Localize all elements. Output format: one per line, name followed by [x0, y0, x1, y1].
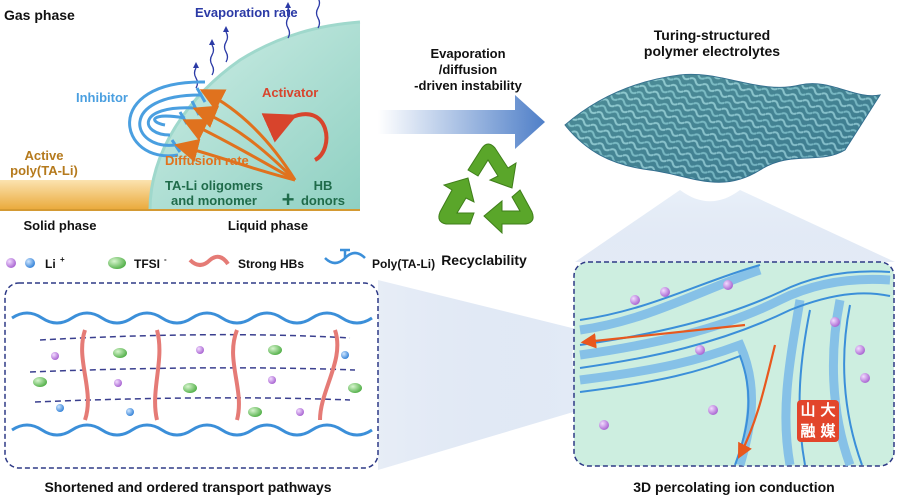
tfsi-ions-left [33, 345, 362, 417]
liquid-phase-label: Liquid phase [228, 218, 308, 233]
phase-panel: Gas phase Evaporation rate Inhibitor Act… [0, 0, 361, 233]
arrowhead-icon [193, 62, 199, 68]
arrow-label-2: /diffusion [439, 62, 498, 77]
big-arrow-icon [378, 95, 545, 149]
oligomers-label-1: TA-Li oligomers [165, 178, 263, 193]
transport-path [29, 367, 356, 373]
channel-line [798, 309, 811, 466]
diffusion-arrow [182, 119, 296, 182]
strong-hb-icon [188, 254, 230, 267]
caption-left: Shortened and ordered transport pathways [44, 479, 331, 495]
channel-line [579, 354, 750, 466]
turing-sheet-group: Turing-structured polymer electrolytes [564, 27, 895, 262]
legend-li: Li [45, 257, 56, 271]
legend: Li + TFSI - Strong HBs Poly(TA-Li) [6, 248, 435, 271]
activator-arrow [261, 112, 329, 162]
wave-icon [223, 31, 229, 63]
wave-icon [193, 67, 199, 89]
logo-char: 融 [800, 421, 816, 440]
polymer-chain-bottom [11, 423, 373, 437]
channel-line [579, 292, 891, 369]
solid-phase-label: Solid phase [24, 218, 97, 233]
logo-char: 大 [820, 400, 836, 419]
recyclability-label: Recyclability [441, 252, 527, 268]
turing-title-2: polymer electrolytes [644, 43, 780, 59]
diffusion-rate-label: Diffusion rate [165, 153, 249, 168]
inhibitor-label: Inhibitor [76, 90, 128, 105]
turing-sheet-shade [565, 74, 880, 183]
inhibitor-arc [128, 80, 206, 158]
liquid-interface-edge [148, 20, 361, 211]
li-ions-right [599, 280, 870, 430]
active-label-1: Active [24, 148, 63, 163]
recycle-group: Recyclability [438, 143, 534, 268]
solid-phase-layer [0, 180, 175, 210]
gas-phase-label: Gas phase [4, 7, 75, 23]
channel-band [579, 339, 757, 467]
diffusion-arrows [174, 89, 297, 182]
legend-li-sup: + [60, 255, 65, 264]
transport-path [34, 397, 351, 403]
plus-icon: + [282, 187, 295, 212]
transport-pathways-box: Shortened and ordered transport pathways [4, 282, 379, 495]
recycle-icon [438, 143, 534, 235]
arrow-label-3: -driven instability [414, 78, 522, 93]
conduction-arrow [580, 323, 746, 349]
inhibitor-arcs [128, 80, 206, 158]
active-label-2: poly(TA-Li) [10, 163, 78, 178]
inhibitor-arc [146, 106, 196, 137]
zoom-cone-right [575, 190, 895, 262]
polymer-chain-top [11, 311, 373, 325]
hb-linker [231, 329, 241, 421]
channel-band [579, 274, 891, 360]
arrowhead-icon [223, 26, 229, 32]
legend-tfsi: TFSI [134, 257, 160, 271]
poly-chain-icon [324, 248, 366, 265]
channel-band [781, 299, 805, 466]
diffusion-arrow [192, 105, 297, 182]
wave-icon [285, 7, 291, 39]
legend-strong-hbs: Strong HBs [238, 257, 304, 271]
hb-label-1: HB [314, 178, 333, 193]
diffusion-arrow [174, 138, 296, 182]
hb-linker [153, 329, 162, 421]
hb-linker [318, 329, 340, 421]
evaporation-rate-label: Evaporation rate [195, 5, 298, 20]
hb-label-2: donors [301, 193, 345, 208]
caption-right: 3D percolating ion conduction [633, 479, 834, 495]
arrowhead-icon [285, 2, 291, 8]
evaporation-wave-icons [193, 0, 321, 89]
logo-char: 山 [800, 400, 816, 419]
hb-linker [80, 329, 90, 421]
turing-title-1: Turing-structured [654, 27, 770, 43]
li-blue-icon [25, 258, 35, 268]
arrow-label-1: Evaporation [430, 46, 505, 61]
li-ions-left [51, 346, 349, 416]
activator-label: Activator [262, 85, 318, 100]
inhibitor-arc [138, 93, 201, 147]
wave-icon [315, 0, 321, 29]
conduction-arrow [737, 344, 777, 459]
wave-icon [209, 44, 215, 76]
channel-band [579, 265, 762, 335]
channel-line [579, 264, 761, 321]
channel-line [843, 304, 863, 466]
zoom-cone-left [378, 280, 580, 470]
li-violet-icon [6, 258, 16, 268]
liquid-phase-region [150, 22, 360, 210]
legend-tfsi-sup: - [164, 255, 167, 264]
tfsi-icon [108, 257, 126, 269]
diffusion-arrow [199, 89, 297, 181]
legend-poly: Poly(TA-Li) [372, 257, 435, 271]
watermark-logo: 山大融媒 [797, 400, 839, 442]
inhibitor-arc [153, 114, 186, 127]
oligomers-label-2: and monomer [171, 193, 257, 208]
percolating-conduction-box: 3D percolating ion conduction [573, 261, 895, 495]
logo-char: 媒 [820, 421, 836, 440]
arrowhead-icon [209, 39, 215, 45]
instability-arrow: Evaporation /diffusion -driven instabili… [378, 46, 545, 149]
transport-path [39, 333, 351, 341]
